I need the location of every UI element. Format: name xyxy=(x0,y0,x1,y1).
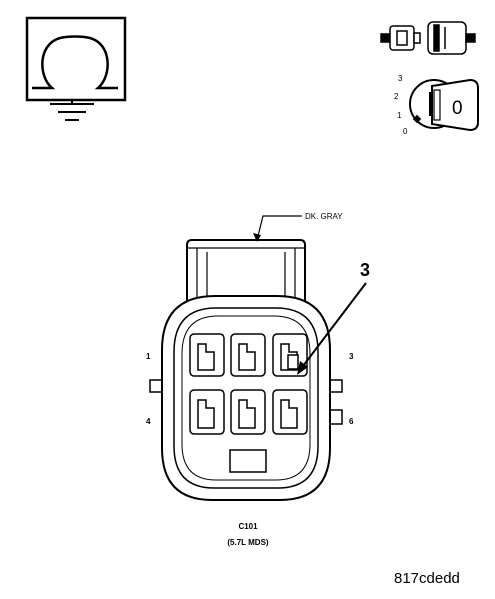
ignition-key-label: 0 xyxy=(452,98,463,119)
cavity-5 xyxy=(230,389,266,435)
ignition-position-2: 2 xyxy=(394,92,399,101)
ignition-position-0: 0 xyxy=(403,127,408,136)
ignition-position-3: 3 xyxy=(398,74,403,83)
ohmmeter-ground-icon xyxy=(25,16,127,121)
wire-color-label: DK. GRAY xyxy=(305,212,343,221)
pin-label-4: 4 xyxy=(146,417,151,426)
pin-label-6: 6 xyxy=(349,417,354,426)
callout-arrow xyxy=(299,282,367,371)
callout-number: 3 xyxy=(360,260,370,280)
connector-cavities xyxy=(189,333,308,435)
cavity-3 xyxy=(272,333,308,377)
connector-id: C101 xyxy=(238,522,258,531)
cavity-1 xyxy=(189,333,225,377)
connector-description: (5.7L MDS) xyxy=(227,538,269,547)
pin-label-3: 3 xyxy=(349,352,354,361)
pin-label-1: 1 xyxy=(146,352,151,361)
ignition-key-off-icon: 3 2 1 0 0 xyxy=(394,74,479,136)
cavity-6 xyxy=(272,389,308,435)
figure-code: 817cdedd xyxy=(394,570,460,587)
cavity-2 xyxy=(230,333,266,377)
connector-disconnected-icon xyxy=(380,21,476,55)
wire-label-leader xyxy=(256,215,302,241)
ignition-position-1: 1 xyxy=(397,111,402,120)
cavity-4 xyxy=(189,389,225,435)
